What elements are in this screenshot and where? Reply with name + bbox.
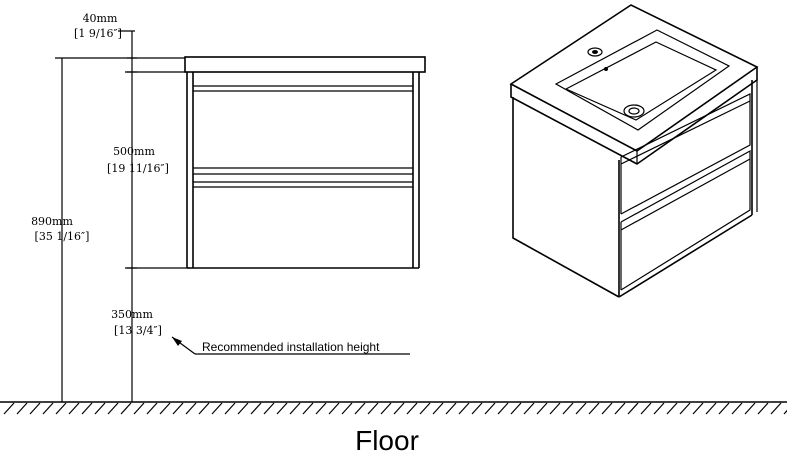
floor-hatch-mark [211,402,223,415]
floor-hatch-mark [757,402,769,415]
floor-hatch-mark [276,402,288,415]
floor-hatch-mark [133,402,145,415]
floor-hatch-mark [640,402,652,415]
floor-hatch-mark [94,402,106,415]
floor-hatch-mark [653,402,665,415]
floor-hatch-mark [627,402,639,415]
floor-hatch-mark [419,402,431,415]
floor-hatch-mark [471,402,483,415]
isometric-view [509,4,759,298]
floor-hatch-mark [393,402,405,415]
dim-install-inch: [13 3/4″] [114,324,162,337]
floor-hatch-mark [549,402,561,415]
floor-hatch-mark [237,402,249,415]
floor-hatch-mark [536,402,548,415]
floor-hatch-mark [380,402,392,415]
floor-hatch-mark [718,402,730,415]
dimension-lines [55,30,190,402]
floor-hatch-mark [562,402,574,415]
floor-hatch-mark [289,402,301,415]
dim-top-mm: 40mm [83,12,118,25]
floor-hatch-mark [3,402,15,415]
floor-hatch-mark [770,402,782,415]
floor-hatch-mark [744,402,756,415]
front-view [184,56,426,269]
floor-hatch-mark [250,402,262,415]
floor-hatch-mark [29,402,41,415]
floor-hatch-mark [107,402,119,415]
floor-hatch-mark [367,402,379,415]
floor-hatch-mark [159,402,171,415]
floor-hatch-mark [146,402,158,415]
dim-install-mm: 350mm [111,308,153,321]
floor-hatch-mark [666,402,678,415]
floor-hatch-mark [16,402,28,415]
floor-hatch-mark [614,402,626,415]
floor-hatch-mark [692,402,704,415]
floor-hatch-mark [510,402,522,415]
floor-hatch-mark [497,402,509,415]
floor-hatch-mark [432,402,444,415]
floor-hatch-mark [406,402,418,415]
installation-note: Recommended installation height [202,340,380,354]
floor-hatch-mark [224,402,236,415]
floor-hatch-mark [81,402,93,415]
floor-hatch-mark [185,402,197,415]
floor-hatch-mark [705,402,717,415]
floor-hatch-mark [484,402,496,415]
floor-hatch-mark [458,402,470,415]
dim-total-inch: [35 1/16″] [35,230,90,243]
floor-hatch-mark [263,402,275,415]
floor-hatch-mark [55,402,67,415]
floor-hatch-mark [354,402,366,415]
dim-top-inch: [1 9/16″] [74,27,122,40]
floor-hatch-mark [523,402,535,415]
dim-cabinet-mm: 500mm [113,145,155,158]
floor-hatch-mark [302,402,314,415]
floor-hatch-mark [575,402,587,415]
floor-hatch-mark [120,402,132,415]
floor-line [0,401,787,415]
floor-hatch-mark [172,402,184,415]
dim-total-mm: 890mm [31,215,73,228]
note-leader [171,336,410,355]
floor-hatch-mark [679,402,691,415]
floor-hatch-mark [328,402,340,415]
floor-label: Floor [355,425,419,456]
floor-hatch-mark [601,402,613,415]
dim-cabinet-inch: [19 11/16″] [107,162,169,175]
floor-hatch-mark [783,409,787,415]
floor-hatch-mark [588,402,600,415]
floor-hatch-mark [445,402,457,415]
floor-hatch-mark [198,402,210,415]
floor-hatch-mark [68,402,80,415]
floor-hatch-mark [341,402,353,415]
floor-hatch-mark [315,402,327,415]
floor-hatch-mark [42,402,54,415]
floor-hatch-mark [731,402,743,415]
